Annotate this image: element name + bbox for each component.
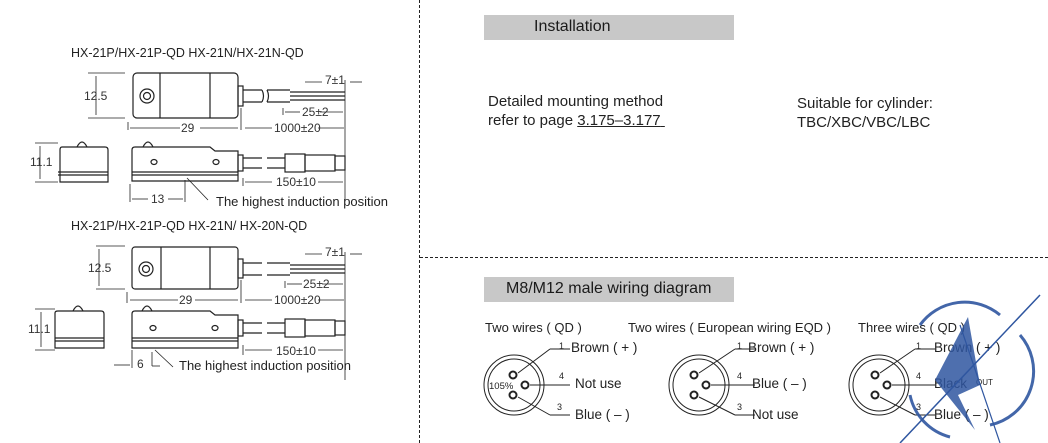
pin-label: Blue ( – ) [575,407,630,422]
watermark-logo-icon [899,294,1041,443]
pin-number: 4 [916,371,922,381]
dim-length-label: 29 [179,293,193,307]
pin-label: Blue ( – ) [752,376,807,391]
installation-header: Installation [484,15,734,40]
installation-header-label: Installation [534,18,611,35]
induction-note: The highest induction position [216,194,388,209]
dim-jacket-label: 25±2 [302,105,329,119]
mounting-line-1: Detailed mounting method [488,93,664,110]
mounting-line-2: refer to page 3.175–3.177 [488,111,665,130]
dim-length-label: 29 [181,121,195,135]
pin-label: Not use [752,407,799,422]
wiring-2-title: Two wires ( European wiring EQD ) [628,320,832,335]
pin-number: 3 [737,402,743,412]
mounting-info: Detailed mounting method refer to page 3… [488,92,665,130]
pin-number: 1 [559,341,565,351]
pin-label: Brown ( + ) [748,340,815,355]
dim-qd-cable-label: 150±10 [276,344,316,358]
sensor-side-view [58,141,346,183]
vertical-divider [419,0,420,443]
drawing-1: 12.5 29 1000±20 25±2 7±1 11.1 13 150±10 … [30,72,388,209]
pin-label: Blue ( – ) [934,407,989,422]
cylinder-info: Suitable for cylinder: TBC/XBC/VBC/LBC [797,94,933,132]
pin-label: Brown ( + ) [571,340,638,355]
connector-2 [668,348,755,416]
sensor-side-view [54,305,346,349]
dim-height-label: 12.5 [88,261,112,275]
dim-induction-offset-label: 13 [151,192,165,206]
drawing-2: 12.5 29 1000±20 25±2 7±1 11.1 6 150±10 T… [28,245,362,380]
sensor-top-view [131,246,345,290]
pin-number: 4 [559,371,565,381]
dim-side-height-label: 11.1 [30,155,53,169]
wiring-header: M8/M12 male wiring diagram [484,277,734,302]
pin-number: 1 [916,341,922,351]
cylinder-line-2: TBC/XBC/VBC/LBC [797,114,931,131]
dim-strip-label: 7±1 [325,245,345,259]
dim-induction-offset-label: 6 [137,357,144,371]
dim-side-height-label: 11.1 [28,322,51,336]
pin-label: Not use [575,376,622,391]
horizontal-divider [420,257,1048,258]
pin-number: 3 [916,402,922,412]
page-reference-link[interactable]: 3.175–3.177 [577,112,661,129]
dim-cable-label: 1000±20 [274,293,321,307]
mounting-prefix: refer to page [488,112,578,129]
dim-height-label: 12.5 [84,89,108,103]
wiring-3-title: Three wires ( QD ) [858,320,965,335]
pin-number: 1 [737,341,743,351]
wiring-1-title: Two wires ( QD ) [485,320,582,335]
induction-note: The highest induction position [179,358,351,373]
cylinder-line-1: Suitable for cylinder: [797,95,933,112]
wiring-header-label: M8/M12 male wiring diagram [506,280,712,297]
out-label: OUT [976,378,993,387]
drawing-2-title: HX-21P/HX-21P-QD HX-21N/ HX-20N-QD [71,219,308,233]
connector-center-label: 105% [489,381,514,392]
connector-1: 105% [483,348,570,416]
sensor-top-view [132,72,345,119]
dim-jacket-label: 25±2 [303,277,330,291]
dim-strip-label: 7±1 [325,73,345,87]
pin-number: 4 [737,371,743,381]
pin-number: 3 [557,402,563,412]
dim-cable-label: 1000±20 [274,121,321,135]
dim-qd-cable-label: 150±10 [276,175,316,189]
drawing-1-title: HX-21P/HX-21P-QD HX-21N/HX-21N-QD [71,46,304,60]
